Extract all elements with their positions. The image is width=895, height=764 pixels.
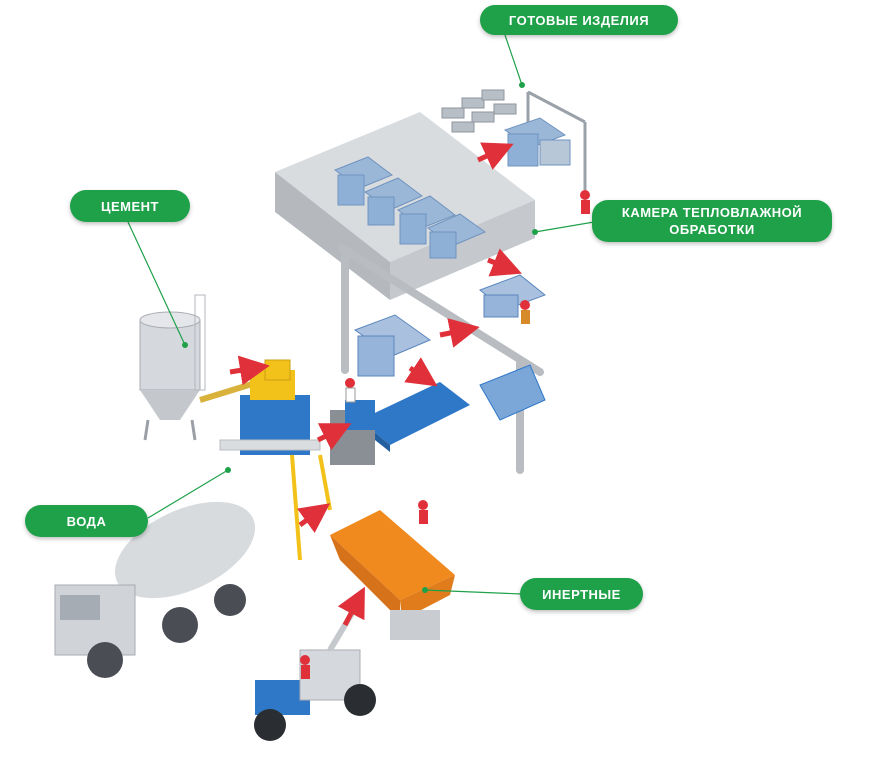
flow-arrows	[229, 142, 522, 627]
leader-dots	[182, 82, 538, 593]
label-curing-chamber-line1: КАМЕРА ТЕПЛОВЛАЖНОЙ	[621, 205, 803, 220]
curing-chamber	[275, 112, 535, 300]
label-water-text: ВОДА	[66, 513, 107, 529]
aggregate-hopper	[330, 510, 455, 640]
label-leader-lines	[127, 34, 595, 595]
workers	[300, 190, 590, 679]
label-cement-text: ЦЕМЕНТ	[101, 198, 159, 214]
finished-stack	[503, 117, 571, 167]
label-curing-chamber: КАМЕРА ТЕПЛОВЛАЖНОЙ ОБРАБОТКИ	[592, 200, 832, 242]
label-aggregates: ИНЕРТНЫЕ	[520, 578, 643, 610]
label-cement: ЦЕМЕНТ	[70, 190, 190, 222]
front-loader	[254, 598, 376, 741]
label-finished-products-text: ГОТОВЫЕ ИЗДЕЛИЯ	[508, 12, 650, 28]
label-aggregates-text: ИНЕРТНЫЕ	[542, 586, 621, 602]
cement-silo	[139, 294, 206, 441]
finished-products-pallets	[441, 89, 517, 133]
label-curing-chamber-line2: ОБРАБОТКИ	[669, 222, 755, 237]
pallet-rack-mid	[353, 274, 546, 377]
mixer-truck	[54, 501, 256, 678]
label-water: ВОДА	[25, 505, 148, 537]
label-finished-products: ГОТОВЫЕ ИЗДЕЛИЯ	[480, 5, 678, 35]
pallet-stacks-in-chamber	[333, 156, 487, 259]
block-machine	[330, 400, 375, 465]
